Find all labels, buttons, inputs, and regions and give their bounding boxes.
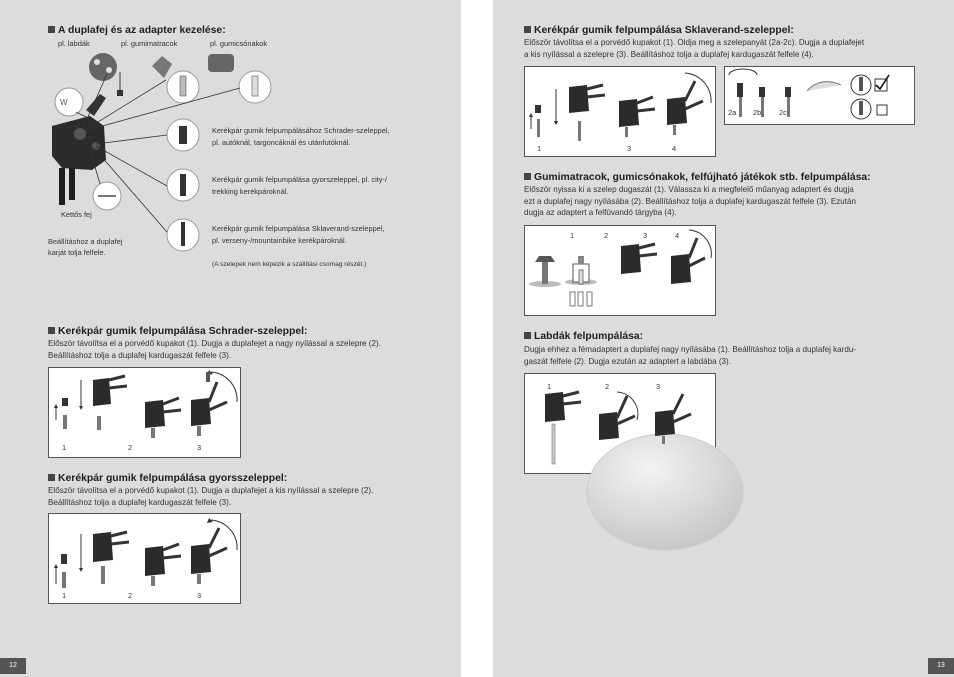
ball-steps-figure: 1 2 3 (524, 373, 744, 551)
left-page: A duplafej és az adapter kezelése: pl. l… (0, 0, 461, 677)
ball-instructions: Dugja ehhez a fémadaptert a duplafej nag… (524, 345, 857, 366)
lever-callout-circle (54, 87, 84, 117)
mattress-section-title: Gumimatracok, gumicsónakok, felfújható j… (524, 172, 871, 183)
example-mattresses: pl. gumimatracok (121, 39, 178, 48)
schrader-steps-illustration (54, 370, 238, 438)
bullet-square-icon (524, 173, 531, 180)
schrader-instructions: Először távolítsa el a porvédő kupakot (… (48, 339, 381, 360)
ball-section-title: Labdák felpumpálása: (524, 331, 643, 342)
page-gutter (461, 0, 493, 677)
callout-schrader: Kerékpár gumik felpumpálásához Schrader-… (212, 126, 390, 147)
schrader-steps-figure: 1 2 3 (48, 367, 241, 458)
quick-steps-figure: 1 2 3 (48, 513, 241, 604)
bullet-square-icon (48, 474, 55, 481)
dual-head-label: Kettős fej (61, 210, 92, 219)
empty-box-icon (876, 104, 888, 116)
sklaverand-steps-illustration-a (529, 72, 712, 141)
lever-note: Beállításhoz a duplafej karját tolja fel… (48, 237, 123, 257)
checkmark-icon (875, 74, 890, 91)
quick-instructions: Először távolítsa el a porvédő kupakot (… (48, 486, 374, 507)
sklaverand-steps-illustration-b (728, 68, 890, 120)
ball-icon (89, 53, 117, 81)
sklaverand-steps-figure-a: 1 3 4 (524, 66, 716, 157)
adapter-section-title: A duplafej és az adapter kezelése: (48, 25, 226, 36)
dual-head-body (52, 116, 106, 170)
schrader-section-title: Kerékpár gumik felpumpálása Schrader-sze… (48, 326, 307, 337)
lever (86, 94, 106, 116)
ball-steps-illustration (545, 390, 744, 551)
quick-steps-illustration (54, 518, 238, 588)
mattress-instructions: Először nyissa ki a szelep dugaszát (1).… (524, 185, 857, 218)
example-balls: pl. labdák (58, 39, 90, 48)
quick-section-title: Kerékpár gumik felpumpálása gyorsszelepp… (48, 473, 287, 484)
example-boats: pl. gumicsónakok (210, 39, 268, 48)
bullet-square-icon (524, 26, 531, 33)
footnote: (A szelepek nem képezik a szállítási cso… (212, 261, 367, 268)
mattress-steps-illustration (529, 229, 712, 307)
bullet-square-icon (48, 26, 55, 33)
callout-quick-valve: Kerékpár gumik felpumpálása gyorszeleppe… (212, 175, 387, 196)
mattress-steps-figure: 1 2 3 4 (524, 225, 716, 316)
sklaverand-instructions: Először távolítsa el a porvédő kupakot (… (524, 38, 865, 59)
dual-head-overview-illustration: W (52, 53, 272, 252)
sklaverand-section-title: Kerékpár gumik felpumpálása Sklaverand-s… (524, 25, 794, 36)
bullet-square-icon (48, 327, 55, 334)
svg-text:W: W (60, 98, 68, 107)
mattress-icon (152, 56, 172, 78)
right-page: Kerékpár gumik felpumpálása Sklaverand-s… (493, 0, 954, 677)
bullet-square-icon (524, 332, 531, 339)
sklaverand-steps-figure-b: 2a 2b 2c (724, 66, 915, 125)
boat-icon (208, 54, 234, 72)
callout-sklaverand: Kerékpár gumik felpumpálása Sklaverand-s… (212, 224, 385, 245)
page-number-right: 13 (928, 658, 954, 674)
page-number-left: 12 (0, 658, 26, 674)
